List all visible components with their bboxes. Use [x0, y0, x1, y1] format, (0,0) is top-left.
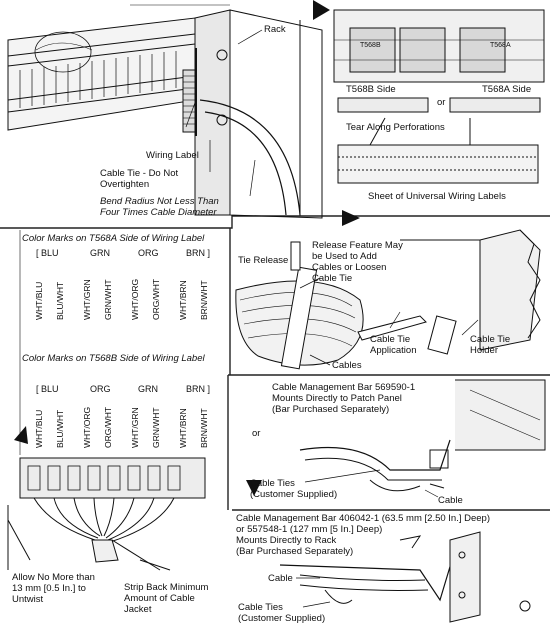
t568a-wire-3: WHT/GRN	[82, 279, 92, 320]
release-feature-label: Release Feature May be Used to Add Cable…	[312, 240, 403, 284]
t568b-title: Color Marks on T568B Side of Wiring Labe…	[22, 353, 205, 364]
t568a-title: Color Marks on T568A Side of Wiring Labe…	[22, 233, 205, 244]
t568a-side-label: T568A Side	[482, 84, 532, 95]
t568a-wire-1: WHT/BLU	[34, 281, 44, 320]
t568b-group-4: BRN ]	[186, 384, 211, 394]
t568a-group-2: GRN	[90, 248, 110, 258]
panel-t568b-text: T568B	[360, 42, 381, 49]
bar-569590-label: Cable Management Bar 569590-1 Mounts Dir…	[272, 382, 416, 415]
t568b-wire-7: WHT/BRN	[178, 408, 188, 448]
leader-lines	[185, 29, 479, 608]
t568b-wire-3: WHT/ORG	[82, 406, 92, 448]
cable-ties-customer-label-2: Cable Ties (Customer Supplied)	[238, 602, 326, 624]
t568b-wire-8: BRN/WHT	[199, 408, 209, 448]
cable-tie-holder-label: Cable Tie Holder	[470, 334, 511, 356]
t568a-wire-6: ORG/WHT	[151, 278, 161, 320]
t568b-wire-6: GRN/WHT	[151, 407, 161, 448]
tear-perforations-label: Tear Along Perforations	[346, 122, 445, 133]
sheet-labels-label: Sheet of Universal Wiring Labels	[368, 191, 506, 202]
t568b-side-label: T568B Side	[346, 84, 396, 95]
panel-dividers	[0, 215, 550, 511]
cable-label-2: Cable	[268, 573, 293, 584]
t568a-wire-8: BRN/WHT	[199, 280, 209, 320]
t568b-group-3: GRN	[138, 384, 158, 394]
tie-release-label: Tie Release	[238, 255, 289, 266]
t568a-group-4: BRN ]	[186, 248, 211, 258]
t568b-group-1: [ BLU	[36, 384, 59, 394]
t568a-group-3: ORG	[138, 248, 159, 258]
cable-ties-customer-label-1: Cable Ties (Customer Supplied)	[250, 478, 338, 500]
or-label-mid: or	[252, 428, 261, 439]
t568a-wire-5: WHT/ORG	[130, 278, 140, 320]
t568b-group-2: ORG	[90, 384, 111, 394]
strip-back-label: Strip Back Minimum Amount of Cable Jacke…	[124, 582, 209, 615]
cable-bar-1-drawing	[299, 379, 546, 492]
t568b-wire-5: WHT/GRN	[130, 407, 140, 448]
cable-tie-application-label: Cable Tie Application	[370, 334, 417, 356]
panel-t568a-text: T568A	[490, 42, 511, 49]
t568a-wire-7: WHT/BRN	[178, 280, 188, 320]
patch-panel-drawing	[7, 17, 196, 133]
cable-tie-warning-label: Cable Tie - Do Not Overtighten	[100, 168, 179, 190]
terminal-block-drawing	[7, 457, 206, 571]
cable-bar-2-drawing	[279, 531, 531, 623]
cable-tie-drawing	[235, 229, 541, 370]
or-label-top: or	[437, 97, 446, 108]
t568b-wire-2: BLU/WHT	[55, 409, 65, 448]
cables-label: Cables	[332, 360, 362, 371]
t568b-wire-1: WHT/BLU	[34, 409, 44, 448]
cable-label-1: Cable	[438, 495, 463, 506]
t568a-group-1: [ BLU	[36, 248, 59, 258]
rack-label: Rack	[264, 24, 286, 35]
direction-arrows	[14, 0, 360, 496]
bend-radius-label: Bend Radius Not Less Than Four Times Cab…	[100, 196, 219, 218]
t568a-wire-2: BLU/WHT	[55, 281, 65, 320]
bar-406042-label: Cable Management Bar 406042-1 (63.5 mm […	[236, 513, 491, 557]
rack-drawing	[194, 9, 323, 219]
untwist-label: Allow No More than 13 mm [0.5 In.] to Un…	[12, 572, 95, 605]
wiring-label-sheet	[333, 9, 545, 184]
t568a-wire-4: GRN/WHT	[103, 279, 113, 320]
t568b-wire-4: ORG/WHT	[103, 406, 113, 448]
wiring-label-label: Wiring Label	[146, 150, 199, 161]
